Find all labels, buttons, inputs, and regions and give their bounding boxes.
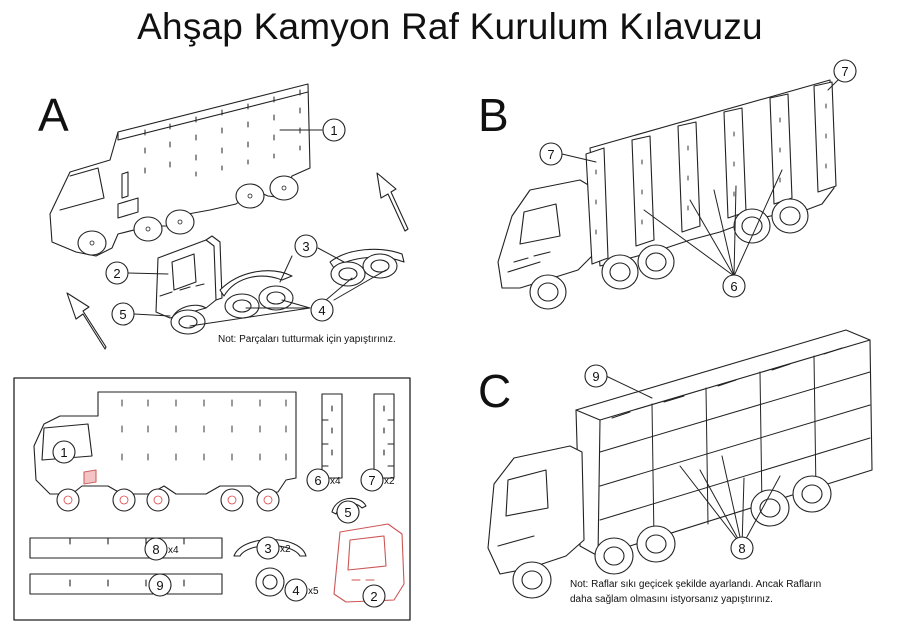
callout-part-2: 2 bbox=[370, 589, 377, 604]
part-8-flat bbox=[29, 537, 223, 559]
callout-a-4: 4 bbox=[318, 303, 325, 318]
qty-part-3: x2 bbox=[280, 544, 291, 555]
callout-a-2: 2 bbox=[113, 266, 120, 281]
parts-list-box bbox=[13, 377, 411, 621]
assembly-arrow-up-left bbox=[66, 292, 107, 350]
callout-b-6: 6 bbox=[730, 279, 737, 294]
callouts-section-b bbox=[539, 59, 857, 298]
callout-a-1: 1 bbox=[330, 123, 337, 138]
part-9-flat bbox=[29, 573, 223, 595]
part-7-flat bbox=[373, 393, 395, 479]
part-6-flat bbox=[321, 393, 343, 479]
cab-front-part-2 bbox=[155, 235, 223, 319]
part-2-flat bbox=[333, 523, 405, 603]
dividers-part-6 bbox=[585, 81, 837, 265]
callouts-parts bbox=[52, 440, 386, 608]
callouts-section-c bbox=[584, 364, 754, 560]
part-3-flat bbox=[233, 539, 307, 557]
section-label-b: B bbox=[478, 89, 509, 141]
callout-part-5: 5 bbox=[344, 505, 351, 520]
section-c-completed-view bbox=[487, 329, 873, 599]
callout-a-5: 5 bbox=[119, 307, 126, 322]
panel-slots bbox=[144, 89, 301, 177]
section-label-c: C bbox=[478, 365, 512, 417]
callout-part-1: 1 bbox=[60, 445, 67, 460]
section-b-assembled-view bbox=[497, 79, 839, 310]
note-section-c-line1: Not: Raflar sıkı geçicek şekilde ayarlan… bbox=[570, 579, 822, 590]
fender-piece-part-5 bbox=[171, 304, 207, 319]
section-a-leaders bbox=[127, 129, 387, 327]
part-1-flat bbox=[33, 391, 297, 512]
callout-part-7: 7 bbox=[368, 473, 375, 488]
qty-part-6: x4 bbox=[330, 476, 341, 487]
wheels-section-c bbox=[512, 475, 832, 599]
part-4-flat bbox=[255, 567, 285, 597]
note-section-c-line2: daha sağlam olmasını istyorsanız yapıştı… bbox=[570, 594, 773, 605]
section-a-exploded-view bbox=[49, 83, 409, 350]
page-title: Ahşap Kamyon Raf Kurulum Kılavuzu bbox=[137, 6, 763, 47]
callout-part-8: 8 bbox=[152, 542, 159, 557]
callout-c-9: 9 bbox=[592, 369, 599, 384]
note-section-a: Not: Parçaları tutturmak için yapıştırın… bbox=[218, 334, 396, 345]
callout-b-7-left: 7 bbox=[547, 147, 554, 162]
callout-part-4: 4 bbox=[292, 583, 299, 598]
shelf-grid bbox=[599, 347, 871, 541]
qty-part-7: x2 bbox=[384, 476, 395, 487]
callout-part-9: 9 bbox=[156, 578, 163, 593]
wheel-discs-part-4 bbox=[170, 253, 398, 335]
callouts-section-a bbox=[105, 118, 346, 326]
callout-part-3: 3 bbox=[264, 541, 271, 556]
qty-part-4: x5 bbox=[308, 586, 319, 597]
wheels-section-b bbox=[529, 198, 809, 310]
assembly-arrow-up-right bbox=[376, 172, 409, 232]
section-label-a: A bbox=[38, 89, 69, 141]
panel-wheels bbox=[77, 175, 299, 256]
qty-part-8: x4 bbox=[168, 545, 179, 556]
callout-b-7-right: 7 bbox=[841, 64, 848, 79]
callout-part-6: 6 bbox=[314, 473, 321, 488]
callout-a-3: 3 bbox=[302, 239, 309, 254]
callout-c-8: 8 bbox=[738, 541, 745, 556]
